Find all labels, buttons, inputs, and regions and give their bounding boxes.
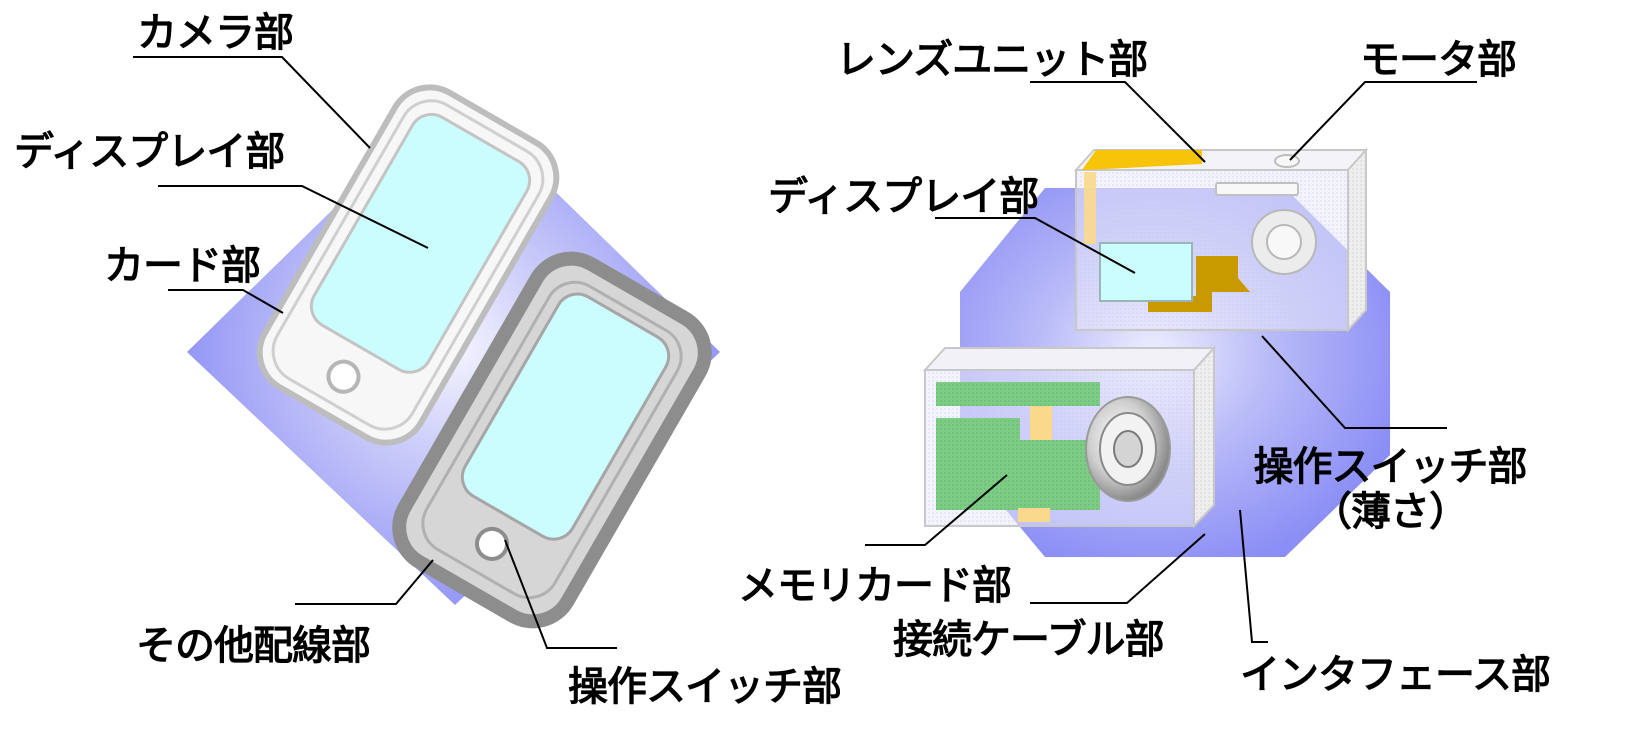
label-display-left: ディスプレイ部 [14, 129, 285, 175]
camera2-side-face [1193, 345, 1215, 529]
leader-cable [1030, 533, 1206, 604]
leader-card [168, 289, 284, 314]
left-diagram [133, 56, 720, 649]
label-cable: 接続ケーブル部 [893, 617, 1165, 663]
leader-other-wiring [295, 559, 434, 605]
leader-interface [1239, 509, 1268, 643]
phone-white-home-button [326, 359, 361, 394]
phone-gray [392, 251, 712, 629]
leader-switch-right [1261, 335, 1447, 429]
phone-gray-home-button [475, 526, 510, 561]
memory-card-board [936, 418, 1100, 510]
lens-unit-block [1082, 150, 1202, 170]
leader-motor [1289, 81, 1477, 161]
lens-unit-flex [1084, 172, 1096, 244]
phone-gray-inner-rim [421, 280, 683, 600]
label-memory-card: メモリカード部 [738, 563, 1012, 609]
camera-display-panel [1099, 242, 1193, 302]
leader-lens-unit [1030, 81, 1206, 163]
camera-module-bottom [922, 345, 1217, 529]
label-camera: カメラ部 [137, 10, 294, 56]
leader-display-left [158, 185, 429, 249]
label-motor: モータ部 [1360, 37, 1517, 83]
label-interface: インタフェース部 [1240, 652, 1551, 698]
leader-switch-left [504, 539, 617, 649]
camera2-top-face [922, 347, 1217, 371]
board-connector [1030, 406, 1052, 440]
motor-button [1274, 154, 1300, 168]
camera-lens-inner [1266, 224, 1302, 260]
left-leader-lines [133, 56, 617, 649]
camera-side-face [1347, 147, 1367, 333]
camera-module-top [1073, 147, 1369, 333]
label-card: カード部 [104, 243, 261, 289]
phone-white-inner-rim [271, 99, 545, 431]
leader-memory-card [865, 474, 1008, 546]
leader-camera [133, 56, 371, 149]
board-connector-lower [1018, 508, 1050, 522]
label-switch-left: 操作スイッチ部 [568, 664, 842, 710]
memory-card-strip [936, 382, 1100, 406]
leader-display-right [935, 217, 1136, 274]
label-switch-right: 操作スイッチ部 [1253, 444, 1528, 490]
label-lens-unit: レンズユニット部 [836, 37, 1148, 83]
phone-gray-screen [460, 292, 671, 541]
label-thinness: （薄さ） [1312, 489, 1469, 535]
camera2-lens-inner [1113, 430, 1143, 468]
right-leader-lines [865, 81, 1477, 643]
viewfinder-slot [1215, 182, 1299, 196]
label-other-wiring: その他配線部 [136, 623, 371, 669]
label-display-right: ディスプレイ部 [768, 174, 1039, 220]
right-diagram [865, 81, 1477, 643]
